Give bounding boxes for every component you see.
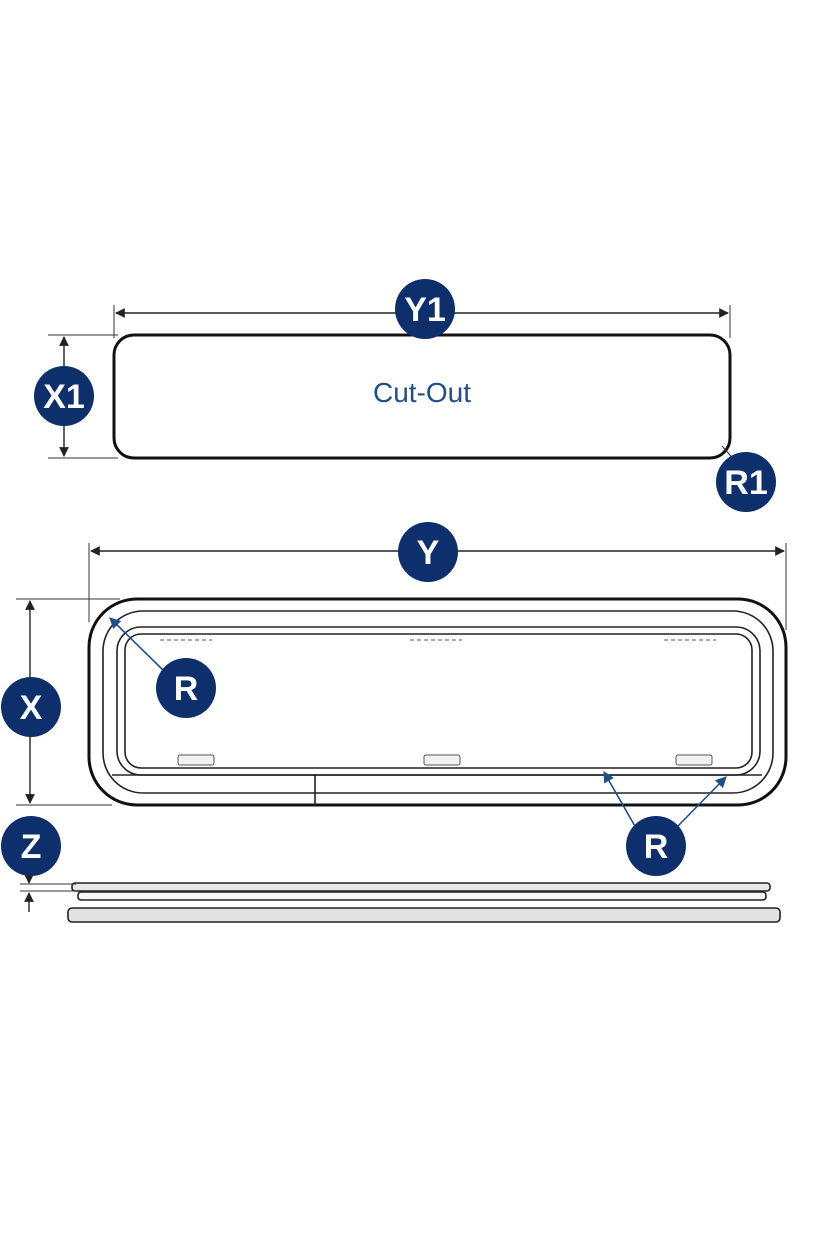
r-bottom-leader-left	[603, 771, 637, 829]
badge-r-bottom-label: R	[644, 828, 669, 866]
window-side-profile	[20, 870, 781, 923]
badge-x1: X1	[34, 366, 94, 426]
badge-y1: Y1	[395, 279, 455, 339]
cutout-group: Cut-Out	[48, 305, 737, 463]
r-top-leader	[109, 617, 166, 673]
window-front-view	[16, 543, 788, 829]
r-bottom-leader-right	[675, 776, 727, 829]
profile-bottom-flange	[67, 907, 781, 923]
window-frame-inner-edge	[102, 610, 774, 794]
cutout-label: Cut-Out	[373, 377, 471, 408]
badge-x1-label: X1	[43, 378, 85, 416]
window-outer-frame	[87, 597, 788, 807]
badge-r-top: R	[156, 658, 216, 718]
badge-r-bottom: R	[626, 816, 686, 876]
badge-z: Z	[1, 816, 61, 876]
badge-y: Y	[398, 522, 458, 582]
bottom-latch-tab-right	[675, 754, 713, 766]
badge-r1-label: R1	[724, 464, 767, 502]
profile-middle-layer	[77, 891, 767, 901]
bottom-latch-tab-left	[177, 754, 215, 766]
badge-r-top-label: R	[174, 670, 199, 708]
bottom-latch-tab-middle	[423, 754, 461, 766]
badge-z-label: Z	[21, 828, 42, 866]
glass-inner-edge	[124, 633, 753, 769]
badge-r1: R1	[716, 452, 776, 512]
badge-x-label: X	[20, 689, 43, 727]
profile-top-layer	[71, 882, 771, 892]
badge-y1-label: Y1	[404, 291, 446, 329]
badge-x: X	[1, 677, 61, 737]
badge-y-label: Y	[417, 534, 440, 572]
